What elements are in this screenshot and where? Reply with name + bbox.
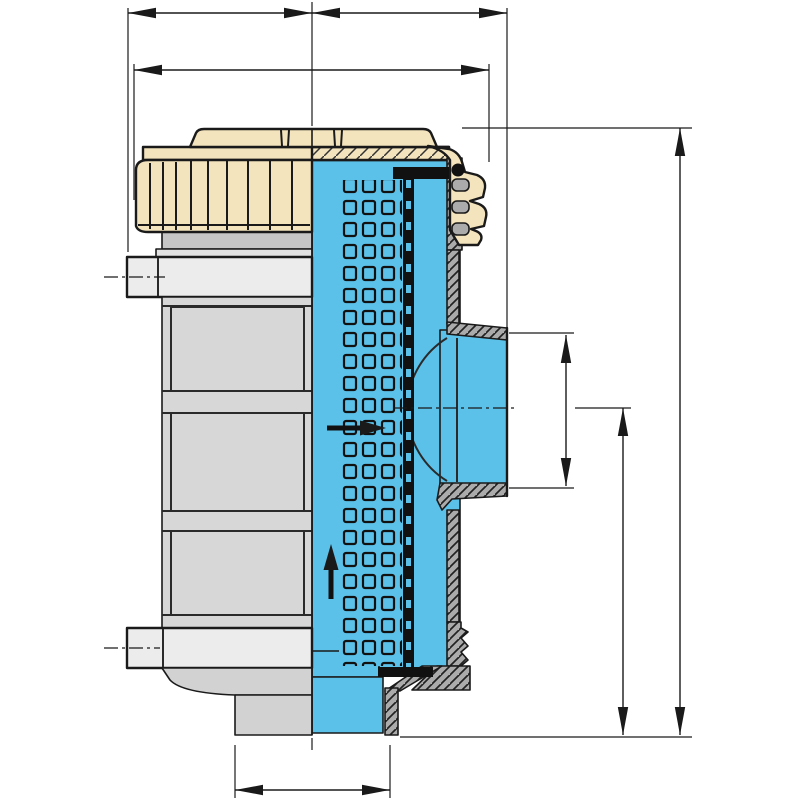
dim-cover-diameter (134, 64, 489, 76)
basket-top-rim (393, 167, 449, 179)
strainer-basket-wall (403, 172, 414, 675)
strainer-basket-perforations (339, 180, 402, 666)
side-port-bore (439, 329, 508, 491)
inlet-flow-arrow (327, 420, 386, 436)
strainer-device (125, 127, 509, 736)
neck-thread-ridge-2 (451, 200, 470, 214)
neck-thread-ridge-3 (451, 222, 470, 236)
spigot-right-wall (384, 687, 399, 736)
cover-knob-slot-1 (280, 129, 290, 147)
upward-flow-arrow (323, 544, 339, 599)
upper-side-wall (446, 249, 460, 325)
drain-thread-wall (446, 621, 469, 667)
extension-lines (127, 2, 692, 798)
flow-arrows (323, 420, 386, 599)
cover-knob-slot-2 (333, 129, 343, 147)
bottom-spigot-exterior (234, 694, 313, 736)
dimension-annotations (104, 2, 692, 798)
centerlines (104, 276, 516, 649)
dim-spigot-width (235, 784, 390, 796)
housing-taper (161, 667, 313, 696)
neck-thread-ridge-1 (451, 178, 470, 192)
neck-band (161, 231, 313, 250)
basket-bottom-rim (378, 667, 433, 677)
cover-section-plate (310, 145, 451, 162)
base-foot-flange (411, 665, 471, 691)
strainer-basket (339, 167, 449, 677)
cover-knob (188, 127, 439, 149)
bottom-spigot-section (311, 676, 384, 734)
housing-exterior (125, 231, 314, 736)
dim-port-centerline-to-base (617, 408, 629, 735)
o-ring-seal (451, 163, 465, 177)
cover-assembly (134, 127, 451, 234)
lower-side-wall (446, 509, 460, 623)
dim-overall-height (674, 128, 686, 735)
dim-side-port-diameter (560, 335, 572, 486)
housing-body (161, 296, 313, 669)
dim-left-face-to-centerline (128, 7, 507, 19)
cover-skirt-ribs (138, 161, 310, 230)
cover-thread-fingers (426, 144, 488, 247)
